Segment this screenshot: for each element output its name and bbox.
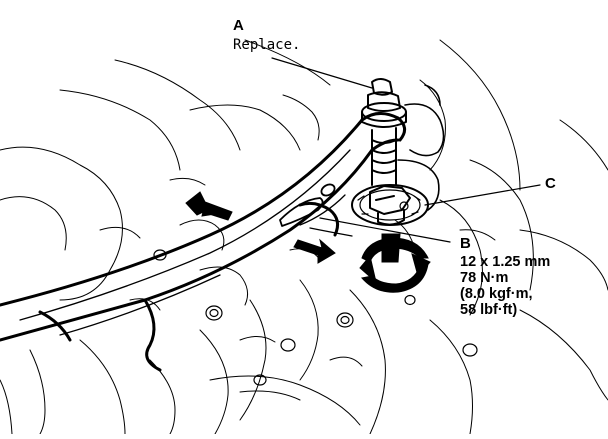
direction-arrow-icon <box>185 191 233 221</box>
torque-spec-thread: 12 x 1.25 mm <box>460 254 551 270</box>
ball-joint-a <box>361 78 407 186</box>
flange-bolt-c <box>351 184 429 226</box>
frame-holes <box>153 249 478 386</box>
callout-b-letter: B <box>460 235 471 252</box>
torque-spec-lbfft: 58 lbf·ft) <box>460 302 518 318</box>
arm-edge-lower <box>309 227 353 237</box>
callout-a-note: Replace. <box>233 37 301 53</box>
direction-arrow-icon <box>293 238 336 264</box>
callout-a-letter: A <box>233 17 244 34</box>
lower-control-arm <box>0 112 406 372</box>
arm-slots <box>279 183 336 227</box>
arm-inner-lines <box>19 149 351 336</box>
leader-lines <box>271 57 541 243</box>
torque-spec-nm: 78 N·m <box>460 270 509 286</box>
torque-rotation-icon <box>359 233 431 293</box>
torque-spec-kgfm: (8.0 kgf·m, <box>460 286 533 302</box>
callout-c-letter: C <box>545 175 556 192</box>
body-outline <box>0 39 608 435</box>
